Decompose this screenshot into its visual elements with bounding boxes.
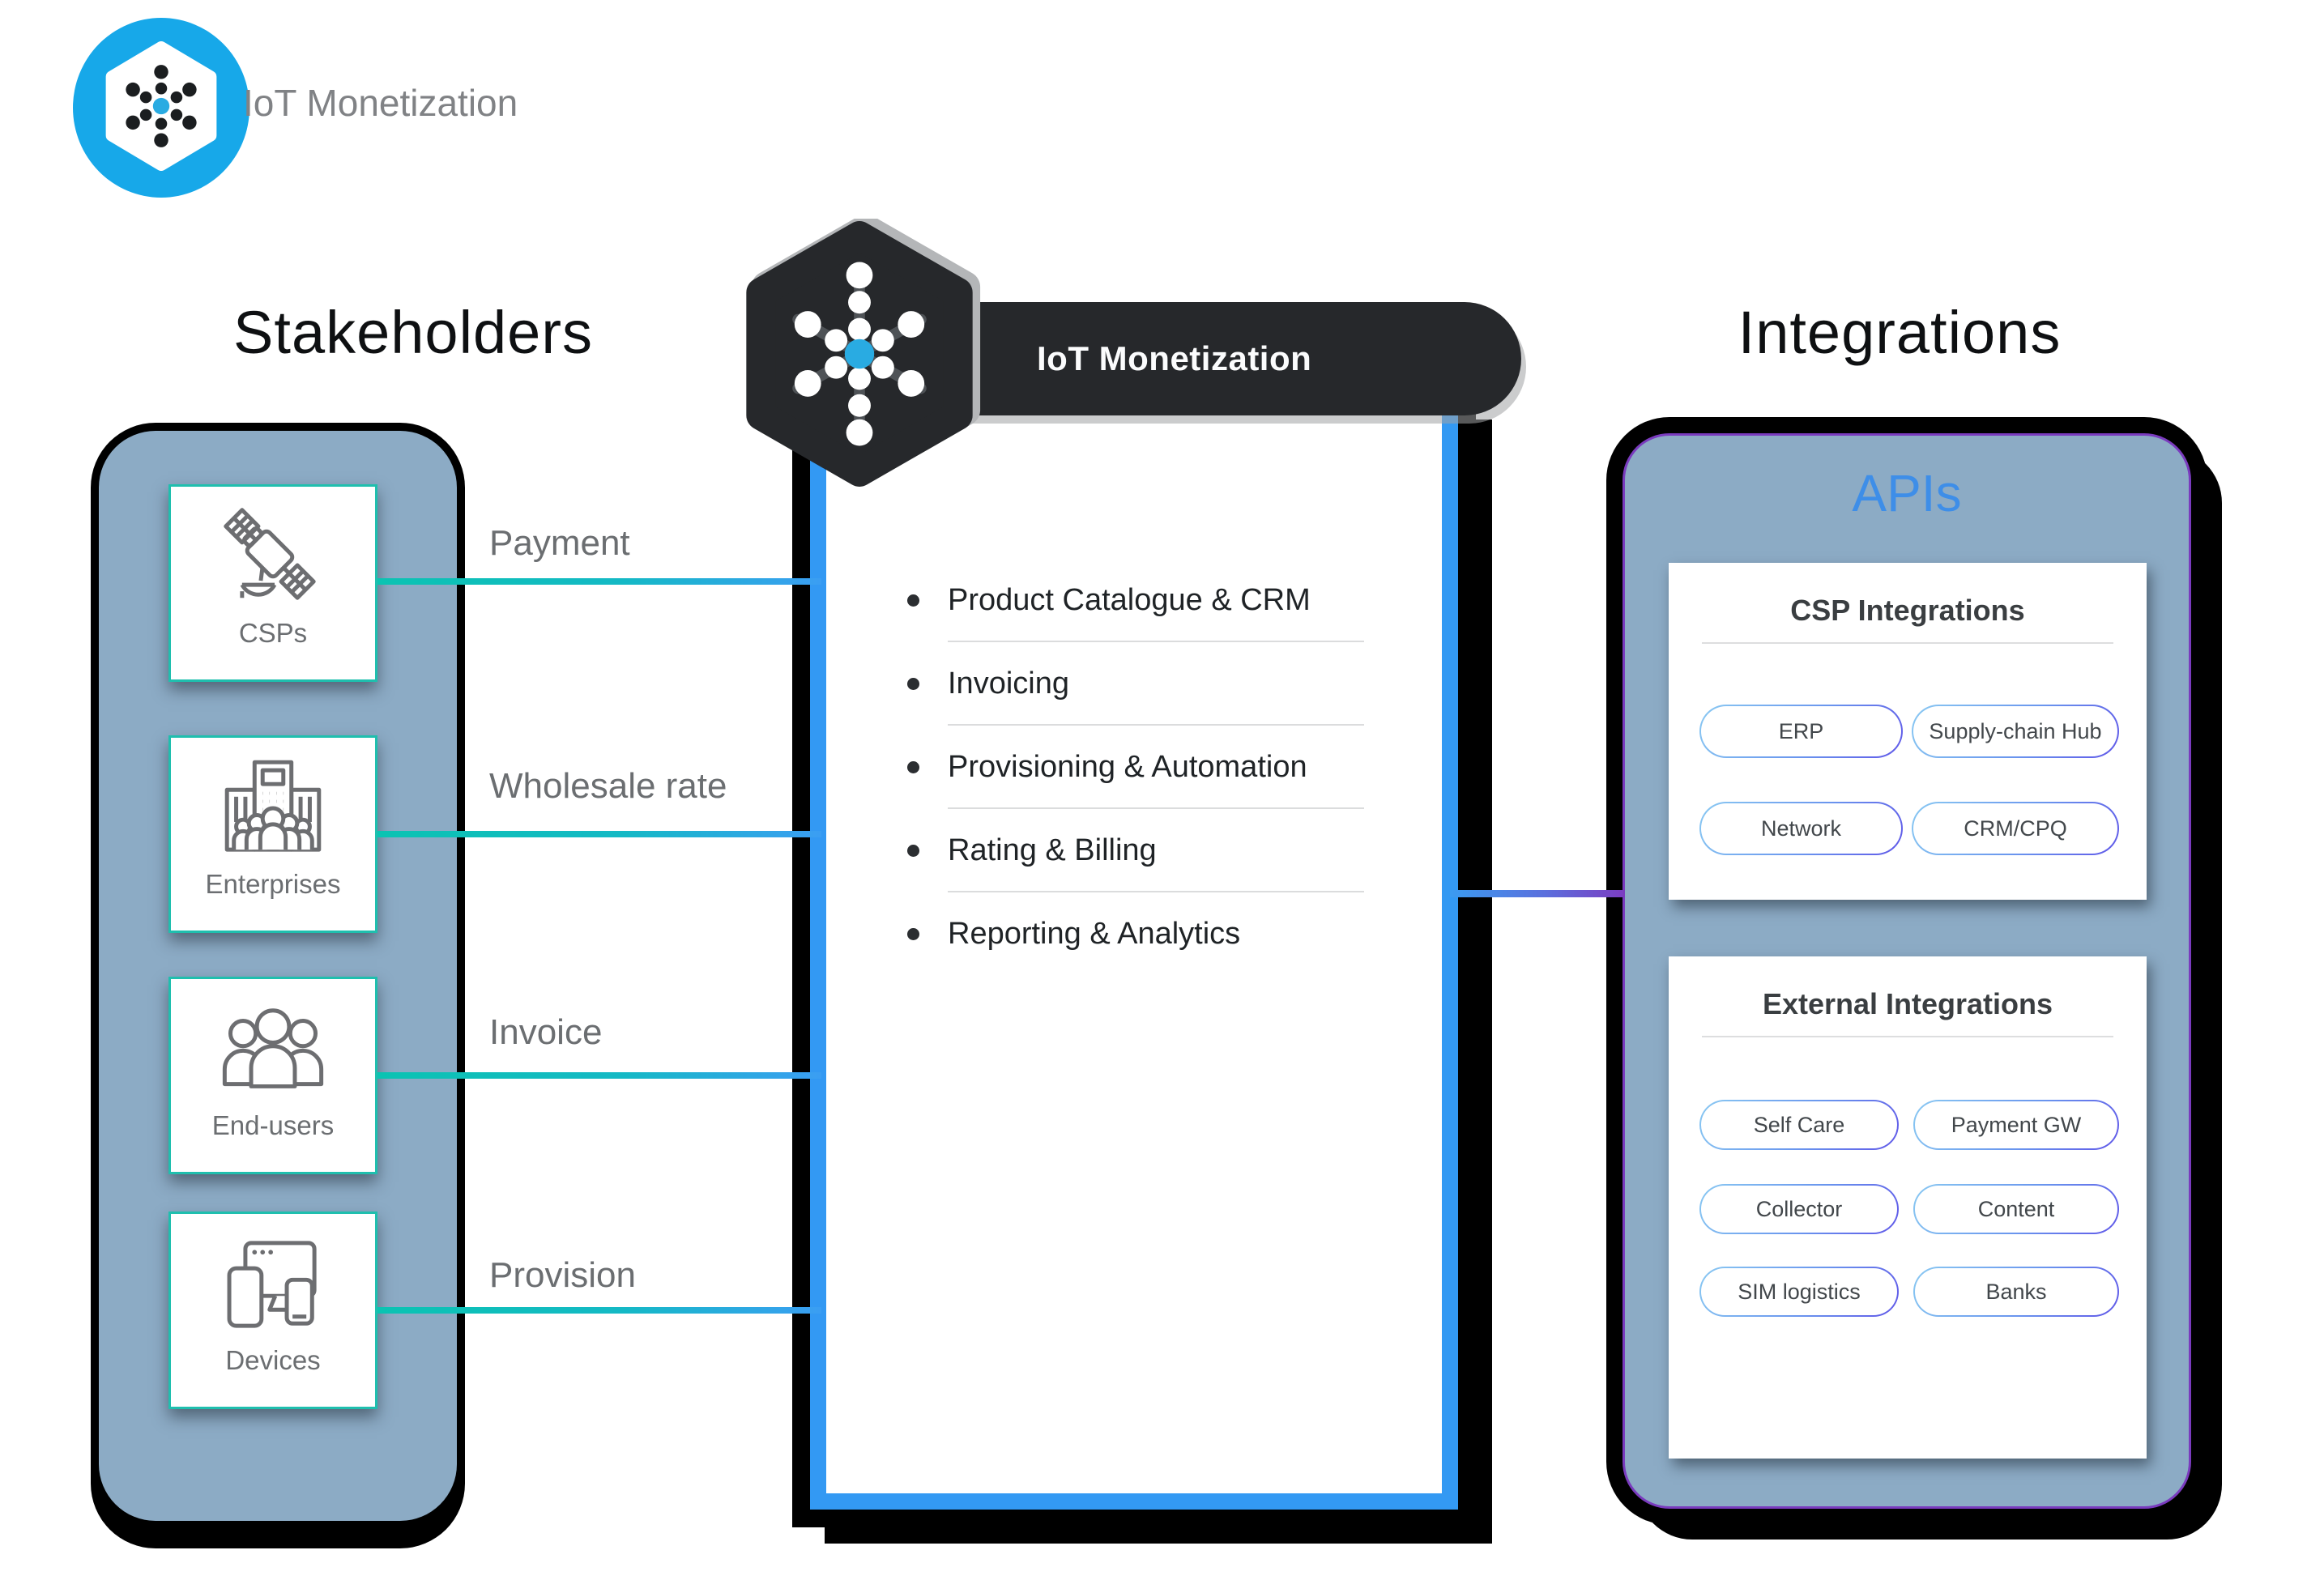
platform-header: IoT Monetization: [954, 302, 1521, 415]
platform-panel: [810, 405, 1458, 1510]
connector-wholesale-label: Wholesale rate: [489, 766, 727, 806]
connector-payment-line: [377, 578, 821, 585]
pill-collector: Collector: [1699, 1184, 1899, 1234]
devices-icon: [227, 1241, 317, 1328]
external-integrations-card: External Integrations Self Care Payment …: [1669, 956, 2147, 1459]
feature-item: Rating & Billing: [898, 809, 1384, 892]
pill-payment-gw: Payment GW: [1913, 1100, 2119, 1150]
pill-erp: ERP: [1699, 705, 1903, 758]
external-integrations-title: External Integrations: [1762, 987, 2053, 1020]
pill-content: Content: [1913, 1184, 2119, 1234]
csp-integrations-title: CSP Integrations: [1790, 594, 2025, 627]
pill-sim-logistics: SIM logistics: [1699, 1267, 1899, 1317]
stakeholder-enterprises: Enterprises: [168, 735, 377, 933]
platform-title: IoT Monetization: [1037, 339, 1312, 377]
connector-invoice-line: [377, 1072, 821, 1079]
pill-crm-cpq: CRM/CPQ: [1912, 802, 2119, 855]
connector-provision-line: [377, 1307, 821, 1314]
bullet-icon: [907, 845, 919, 857]
connector-invoice-label: Invoice: [489, 1012, 603, 1052]
apis-title: APIs: [1852, 464, 1962, 522]
connector-provision-label: Provision: [489, 1255, 636, 1295]
stakeholder-label: Enterprises: [205, 869, 341, 899]
pill-network: Network: [1699, 802, 1903, 855]
csp-integrations-card: CSP Integrations ERP Supply-chain Hub Ne…: [1669, 563, 2147, 900]
satellite-icon: [224, 508, 316, 600]
stakeholders-heading: Stakeholders: [233, 299, 593, 366]
feature-item: Provisioning & Automation: [898, 726, 1384, 809]
platform-feature-list: Product Catalogue & CRM Invoicing Provis…: [898, 559, 1384, 976]
pill-self-care: Self Care: [1699, 1100, 1899, 1150]
bullet-icon: [907, 761, 919, 773]
pill-supply-chain-hub: Supply-chain Hub: [1912, 705, 2119, 758]
bullet-icon: [907, 678, 919, 690]
bullet-icon: [907, 594, 919, 607]
pill-banks: Banks: [1913, 1267, 2119, 1317]
stakeholder-csps: CSPs: [168, 484, 377, 682]
feature-item: Invoicing: [898, 642, 1384, 726]
app-logo: [73, 18, 249, 198]
enterprise-building-icon: [224, 760, 322, 852]
stakeholder-devices: Devices: [168, 1212, 377, 1409]
bullet-icon: [907, 928, 919, 940]
feature-item: Product Catalogue & CRM: [898, 559, 1384, 642]
dotted-asterisk-hexagon-icon: [100, 40, 222, 175]
divider: [1702, 1036, 2113, 1037]
stakeholder-label: CSPs: [238, 618, 308, 648]
divider: [1702, 642, 2113, 644]
app-logo-title: IoT Monetization: [243, 82, 518, 124]
stakeholder-label: Devices: [225, 1345, 321, 1375]
stakeholder-end-users: End-users: [168, 977, 377, 1174]
apis-container: APIs CSP Integrations ERP Supply-chain H…: [1623, 433, 2191, 1509]
integrations-heading: Integrations: [1738, 299, 2062, 366]
stakeholder-label: End-users: [211, 1110, 335, 1140]
connector-apis-line: [1450, 890, 1623, 897]
feature-item: Reporting & Analytics: [898, 892, 1384, 976]
dotted-asterisk-hexagon-icon: [736, 214, 983, 489]
users-group-icon: [222, 1008, 324, 1088]
connector-wholesale-line: [377, 831, 821, 837]
connector-payment-label: Payment: [489, 523, 630, 563]
